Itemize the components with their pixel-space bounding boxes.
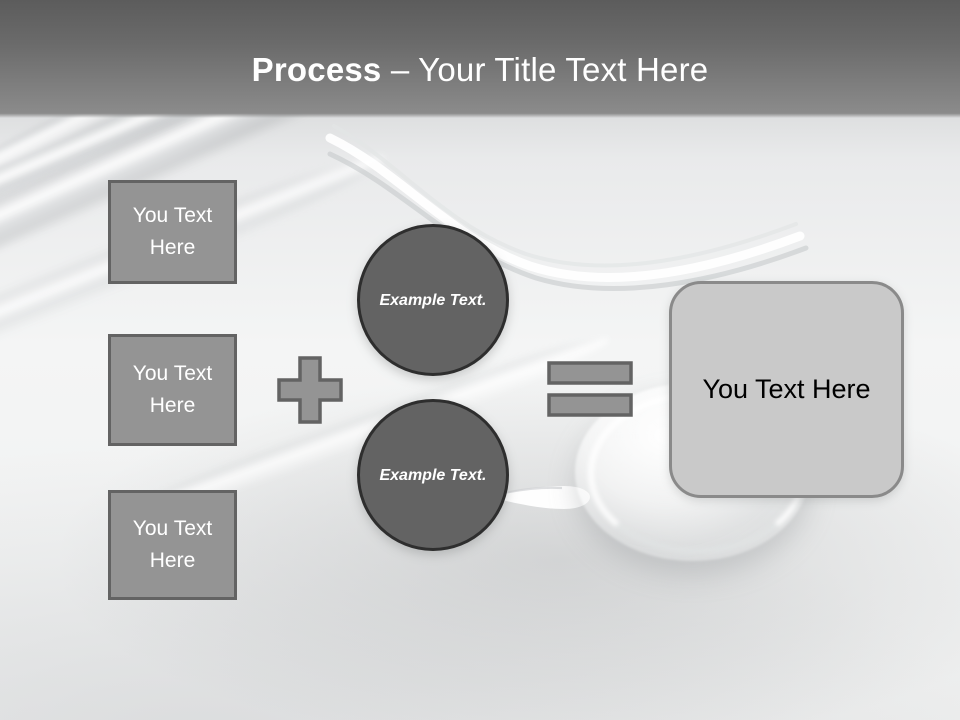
result-box[interactable]: You Text Here [669,281,904,498]
page-title-strong: Process [251,51,382,88]
example-circle-2[interactable]: Example Text. [357,399,509,551]
input-box-2[interactable]: You Text Here [108,334,237,446]
input-box-1-label: You Text Here [132,204,213,259]
result-box-label: You Text Here [702,374,871,404]
example-circle-1[interactable]: Example Text. [357,224,509,376]
page-title-rest: – Your Title Text Here [381,51,709,88]
plus-icon [277,356,343,424]
title-band [0,0,960,118]
input-box-1[interactable]: You Text Here [108,180,237,284]
example-circle-1-label: Example Text. [379,291,487,309]
input-box-2-label: You Text Here [132,362,213,417]
page-title: Process – Your Title Text Here [0,50,960,90]
input-box-3[interactable]: You Text Here [108,490,237,600]
equals-icon [547,361,633,417]
input-box-3-label: You Text Here [132,517,213,572]
example-circle-2-label: Example Text. [379,466,487,484]
